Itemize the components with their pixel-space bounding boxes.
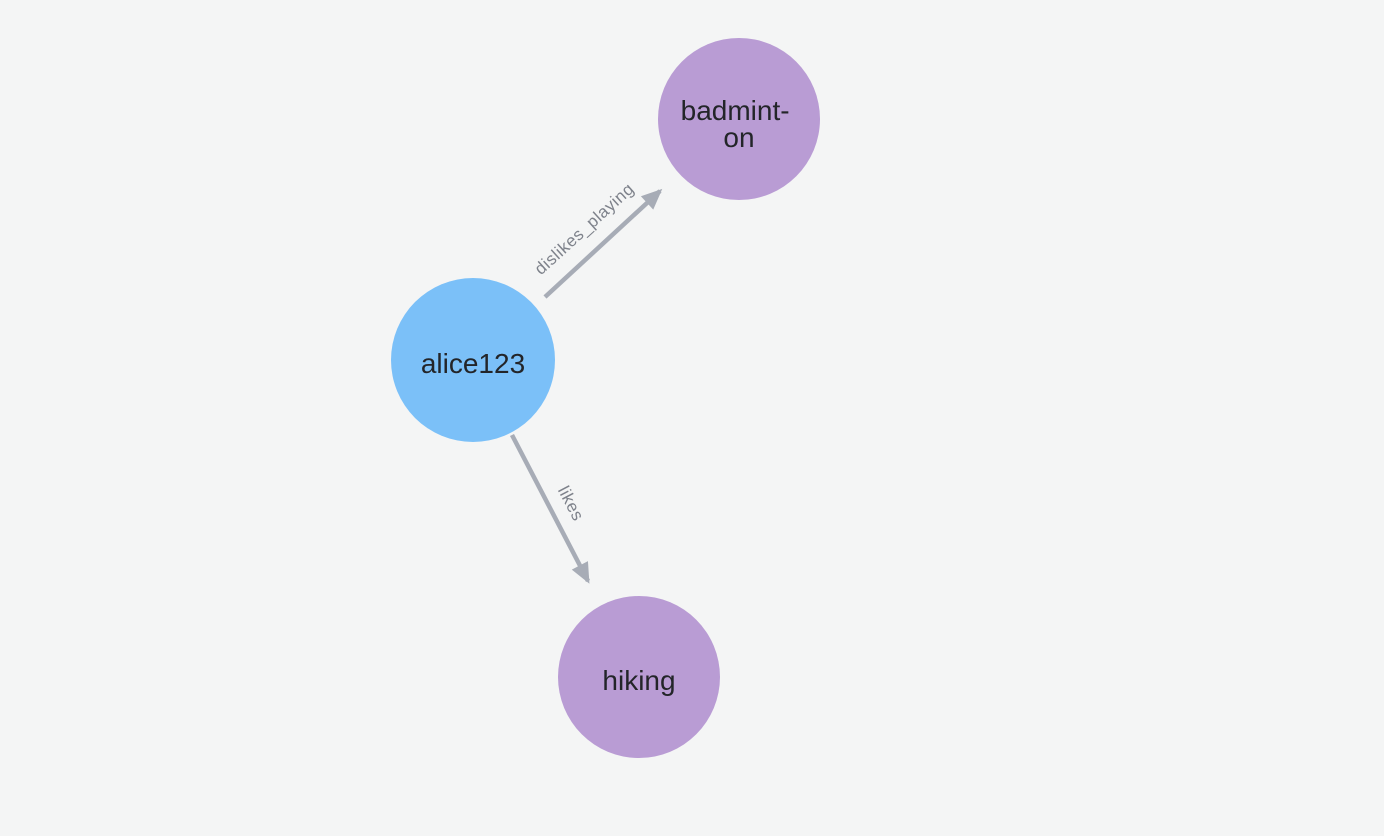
node-circle-hiking[interactable] bbox=[558, 596, 720, 758]
node-alice123: alice123 bbox=[391, 278, 555, 442]
edge-line-dislikes-playing[interactable] bbox=[543, 188, 663, 299]
edge-line-likes[interactable] bbox=[510, 433, 590, 584]
edge-likes: likes bbox=[510, 433, 590, 584]
edge-label-likes: likes bbox=[554, 483, 588, 524]
edge-dislikes-playing: dislikes_playing bbox=[531, 179, 663, 299]
node-circle-badminton[interactable] bbox=[658, 38, 820, 200]
node-circle-alice123[interactable] bbox=[391, 278, 555, 442]
node-badminton: badmint- on bbox=[658, 38, 820, 200]
node-hiking: hiking bbox=[558, 596, 720, 758]
